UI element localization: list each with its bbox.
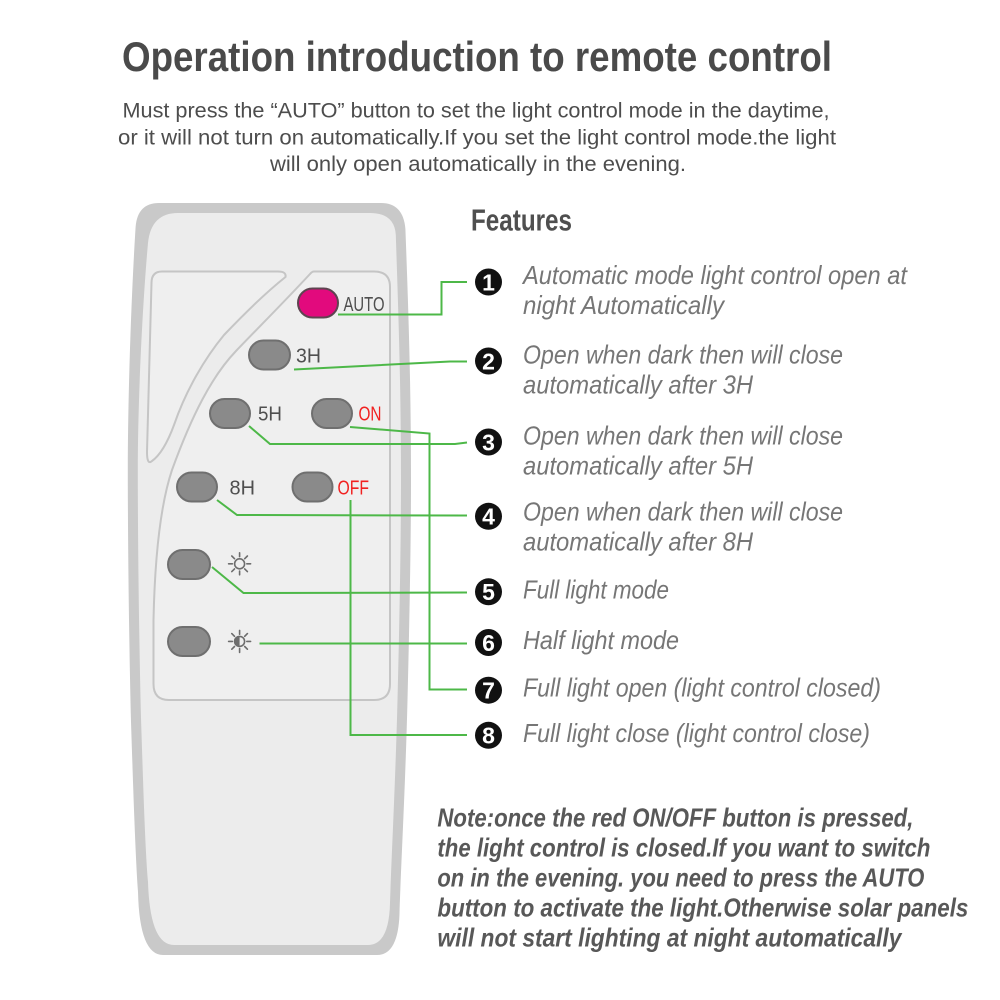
svg-text:Full light close (light contro: Full light close (light control close) (523, 718, 870, 748)
svg-text:OFF: OFF (338, 478, 370, 500)
svg-text:Full light open (light control: Full light open (light control closed) (523, 673, 881, 703)
svg-text:2: 2 (482, 348, 495, 374)
svg-text:automatically after 3H: automatically after 3H (523, 370, 753, 400)
svg-text:3: 3 (482, 429, 495, 455)
svg-text:Note:once the red ON/OFF butto: Note:once the red ON/OFF button is press… (437, 803, 913, 833)
svg-text:ON: ON (359, 404, 382, 426)
svg-text:or it will not turn on automat: or it will not turn on automatically.If … (118, 126, 836, 149)
svg-text:AUTO: AUTO (344, 294, 385, 316)
svg-text:Open when dark then will close: Open when dark then will close (523, 497, 843, 527)
svg-text:8H: 8H (230, 478, 256, 500)
svg-text:Open when dark then will close: Open when dark then will close (523, 340, 843, 370)
svg-text:the light control is closed.If: the light control is closed.If you want … (437, 833, 930, 863)
svg-text:1: 1 (482, 269, 495, 295)
svg-text:6: 6 (482, 630, 495, 656)
svg-text:automatically after 5H: automatically after 5H (523, 451, 753, 481)
svg-text:4: 4 (482, 504, 495, 530)
svg-text:Half light mode: Half light mode (523, 625, 679, 655)
svg-text:5: 5 (482, 579, 495, 605)
svg-text:Automatic mode light control o: Automatic mode light control open at (521, 260, 908, 290)
svg-text:button to activate the light.O: button to activate the light.Otherwise s… (437, 893, 968, 923)
svg-text:will only open automatically i: will only open automatically in the even… (269, 153, 686, 176)
svg-text:Operation introduction to remo: Operation introduction to remote control (122, 33, 832, 80)
svg-text:Full light mode: Full light mode (523, 575, 669, 605)
svg-text:8: 8 (482, 723, 495, 749)
svg-text:3H: 3H (296, 346, 321, 368)
svg-text:Open when dark then will close: Open when dark then will close (523, 421, 843, 451)
svg-text:automatically after 8H: automatically after 8H (523, 527, 753, 557)
svg-text:will not start lighting at nig: will not start lighting at night automat… (437, 923, 902, 953)
svg-text:5H: 5H (258, 404, 282, 426)
svg-text:Must press the “AUTO” button t: Must press the “AUTO” button to set the … (123, 100, 830, 123)
svg-text:on in the evening. you need to: on in the evening. you need to press the… (437, 863, 924, 893)
svg-text:night Automatically: night Automatically (523, 290, 726, 320)
svg-text:7: 7 (482, 678, 495, 704)
svg-text:Features: Features (471, 203, 572, 238)
